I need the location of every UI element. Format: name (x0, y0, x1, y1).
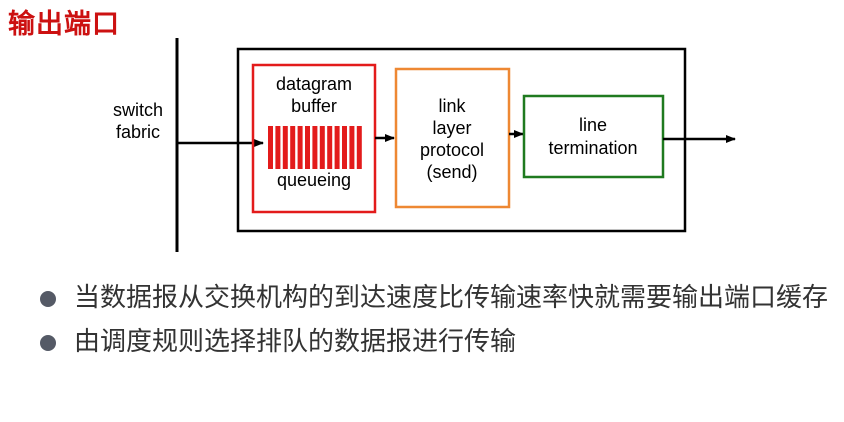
link-label-1: link (438, 96, 466, 116)
line-label-2: termination (548, 138, 637, 158)
queue-bar (268, 126, 273, 169)
link-label-3: protocol (420, 140, 484, 160)
bullet-list: 当数据报从交换机构的到达速度比传输速率快就需要输出端口缓存 由调度规则选择排队的… (40, 276, 830, 364)
link-layer-box (394, 67, 511, 209)
switch-fabric-label-2: fabric (116, 122, 160, 142)
page-title: 输出端口 (8, 9, 120, 40)
buffer-label-2: buffer (291, 96, 337, 116)
queue-bar (297, 126, 303, 169)
line-termination-box (522, 94, 665, 179)
queue-bar (290, 126, 296, 169)
queue-bar (334, 126, 340, 169)
link-label-4: (send) (426, 162, 477, 182)
bullet-dot-icon (40, 291, 56, 307)
bullet-text: 由调度规则选择排队的数据报进行传输 (74, 327, 517, 357)
queue-bar (327, 126, 333, 169)
bullet-item: 由调度规则选择排队的数据报进行传输 (40, 320, 830, 364)
queue-bar (282, 126, 288, 169)
queueing-label: queueing (277, 170, 351, 190)
switch-fabric-label-1: switch (113, 100, 163, 120)
output-port-diagram: switch fabric datagram buffer queueing l… (113, 38, 736, 252)
queue-bars (268, 126, 362, 169)
queue-bar (319, 126, 325, 169)
queue-bar (312, 126, 318, 169)
queue-bar (356, 126, 362, 169)
line-label-1: line (579, 115, 607, 135)
bullet-item: 当数据报从交换机构的到达速度比传输速率快就需要输出端口缓存 (40, 276, 830, 320)
queue-bar (342, 126, 347, 169)
buffer-label-1: datagram (276, 74, 352, 94)
bullet-dot-icon (40, 335, 56, 351)
link-label-2: layer (432, 118, 471, 138)
bullet-text: 当数据报从交换机构的到达速度比传输速率快就需要输出端口缓存 (74, 283, 829, 313)
queue-bar (349, 126, 355, 169)
queue-bar (275, 126, 281, 169)
queue-bar (305, 126, 310, 169)
